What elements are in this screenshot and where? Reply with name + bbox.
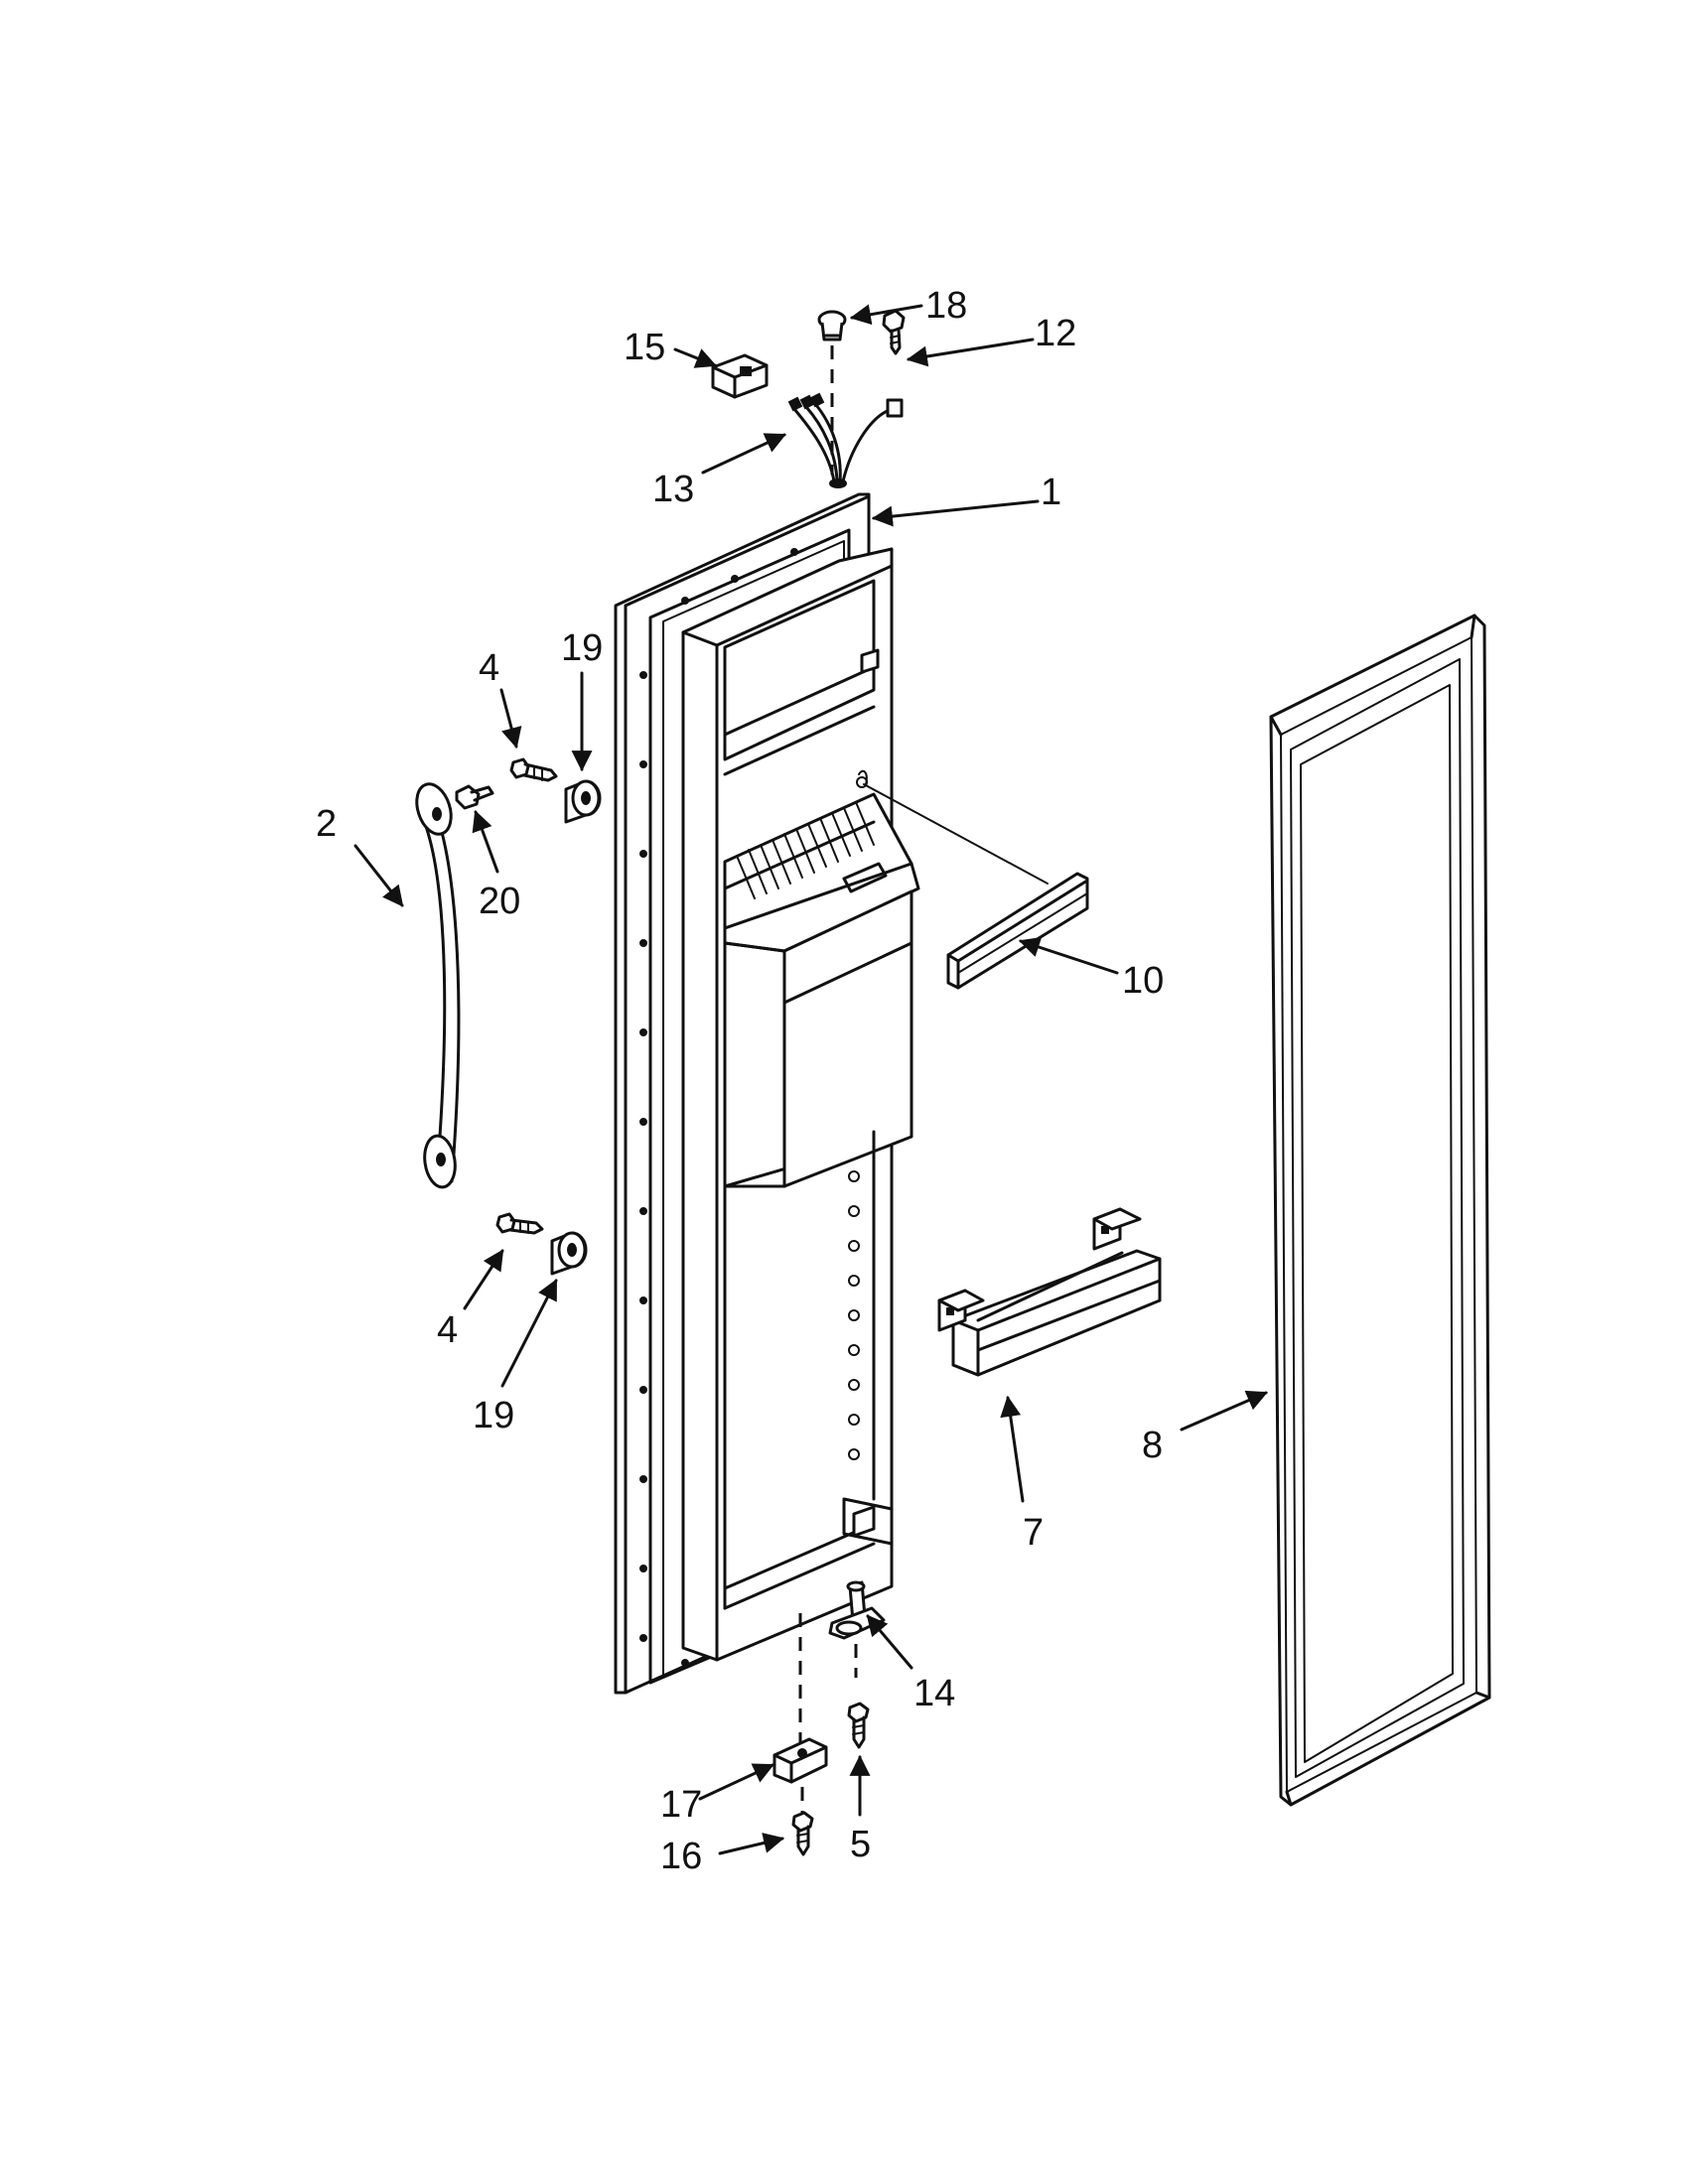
callout-20: 20: [479, 881, 520, 922]
spacer-19-lower: [550, 1231, 588, 1276]
hole-plug: [817, 310, 847, 475]
screw-12: [882, 309, 906, 355]
leader-12: [906, 338, 1035, 367]
leader-17: [698, 1763, 774, 1801]
callout-4-upper: 4: [479, 647, 499, 689]
leader-8: [1180, 1390, 1268, 1432]
callout-17: 17: [660, 1784, 702, 1826]
screw-4-upper: [509, 757, 558, 782]
leader-14: [866, 1614, 913, 1670]
leader-19b: [500, 1279, 558, 1388]
leader-16: [718, 1833, 785, 1855]
screw-5: [847, 1702, 870, 1749]
screw-16: [791, 1811, 814, 1856]
door-panel: [614, 492, 920, 1695]
leader-4a: [499, 688, 522, 750]
callout-5: 5: [850, 1824, 871, 1865]
callout-4-lower: 4: [437, 1309, 458, 1351]
leader-lines: [353, 304, 1268, 1855]
callout-8: 8: [1142, 1425, 1163, 1466]
shelf-rail: [856, 769, 1089, 990]
callout-15: 15: [624, 327, 665, 368]
callout-19-upper: 19: [561, 627, 603, 669]
spacer-19-upper: [564, 779, 602, 824]
door-gasket: [1269, 614, 1491, 1807]
connector: [711, 353, 769, 399]
leader-4b: [463, 1249, 504, 1310]
callout-18: 18: [925, 285, 967, 327]
screw-4-lower: [495, 1212, 544, 1235]
leader-1: [871, 499, 1040, 527]
callout-19-lower: 19: [473, 1395, 514, 1436]
leader-7: [1000, 1395, 1025, 1503]
leader-18: [849, 304, 923, 326]
leader-15: [673, 347, 717, 368]
callout-10: 10: [1122, 960, 1164, 1002]
callouts: 1 2 4 4 5 7 8 10 12 13 14 15 16 17 18 19…: [316, 285, 1164, 1877]
callout-16: 16: [660, 1836, 702, 1877]
callout-14: 14: [913, 1673, 955, 1714]
lower-hinge: [828, 1580, 886, 1678]
leader-13: [701, 433, 786, 475]
callout-12: 12: [1035, 313, 1076, 354]
callout-2: 2: [316, 803, 337, 845]
door-shelf: [937, 1207, 1162, 1377]
leader-2: [353, 844, 404, 907]
callout-1: 1: [1041, 472, 1061, 513]
callout-13: 13: [652, 469, 694, 510]
leader-10: [1019, 936, 1119, 975]
wire-harness: [787, 392, 904, 488]
callout-7: 7: [1023, 1512, 1044, 1554]
screw-20: [455, 784, 494, 810]
door-handle: [415, 782, 461, 1189]
hinge-bracket: [772, 1613, 828, 1817]
leader-20: [472, 810, 499, 874]
